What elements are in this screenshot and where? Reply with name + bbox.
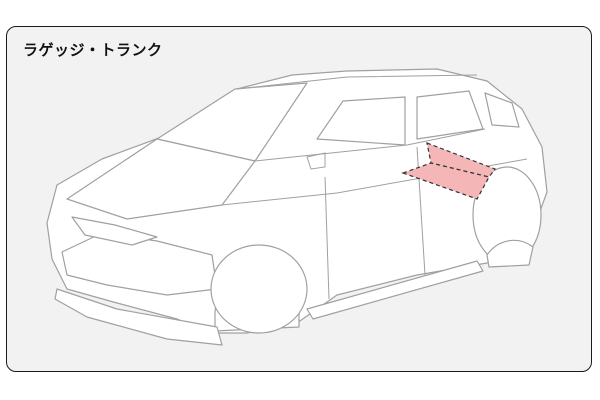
beltline bbox=[254, 128, 486, 162]
car-illustration bbox=[46, 68, 548, 346]
roof-rail bbox=[236, 74, 478, 90]
front-bumper-lip bbox=[54, 288, 223, 346]
rear-quarter-window bbox=[484, 92, 520, 128]
front-wheel-arch bbox=[210, 244, 308, 334]
panel-title: ラゲッジ・トランク bbox=[23, 41, 163, 59]
hood bbox=[66, 138, 256, 220]
rear-wheel bbox=[486, 239, 534, 268]
luggage-trunk-panel: ラゲッジ・トランク bbox=[6, 26, 592, 372]
front-door-line bbox=[324, 176, 330, 300]
headlight bbox=[71, 216, 158, 246]
side-skirt bbox=[306, 260, 484, 320]
rear-side-window bbox=[416, 90, 484, 140]
mirror bbox=[306, 152, 326, 170]
front-side-window bbox=[316, 96, 406, 146]
trunk-highlight bbox=[401, 142, 496, 200]
